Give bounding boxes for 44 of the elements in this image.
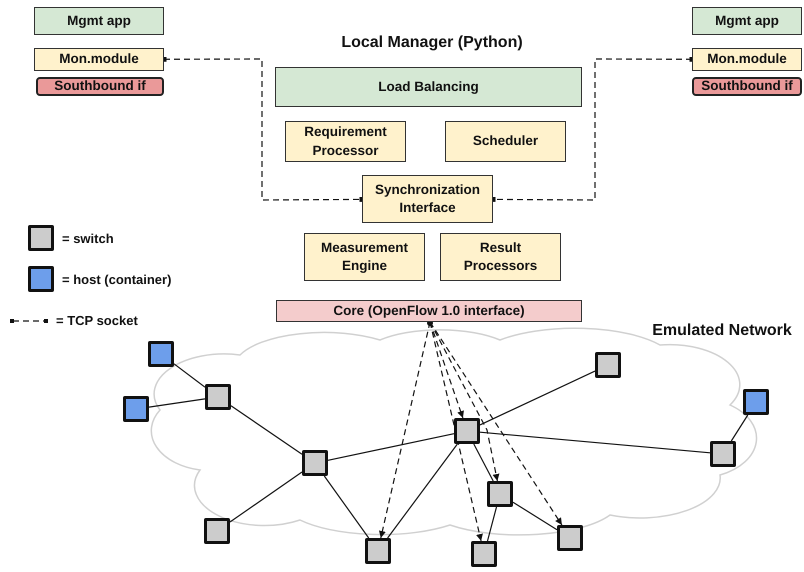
link-line bbox=[230, 472, 302, 522]
module-box: Requirement Processor bbox=[285, 121, 406, 162]
module-box: Southbound if bbox=[36, 77, 164, 96]
host-box bbox=[148, 341, 174, 367]
interface-bar: Core (OpenFlow 1.0 interface) bbox=[276, 300, 582, 322]
host-box bbox=[743, 389, 769, 415]
link-line bbox=[324, 476, 370, 538]
switch-box bbox=[595, 352, 621, 378]
link-line bbox=[480, 370, 596, 426]
link-line bbox=[730, 414, 748, 442]
switch-box bbox=[365, 538, 391, 564]
switch-box bbox=[454, 418, 480, 444]
switch-box bbox=[205, 384, 231, 410]
module-box: Scheduler bbox=[445, 121, 566, 162]
module-box: Synchronization Interface bbox=[362, 175, 493, 223]
link-line bbox=[328, 433, 454, 461]
network-label: Emulated Network bbox=[651, 322, 793, 340]
module-box: Mon.module bbox=[692, 48, 802, 71]
module-box: Load Balancing bbox=[275, 67, 582, 107]
link-line bbox=[174, 363, 206, 388]
diagram-title: Local Manager (Python) bbox=[340, 34, 524, 52]
module-box: Southbound if bbox=[692, 77, 802, 96]
host-box bbox=[123, 396, 149, 422]
legend-label: = TCP socket bbox=[56, 313, 138, 328]
link-line bbox=[148, 398, 206, 408]
switch-box bbox=[487, 481, 513, 507]
module-box: Measurement Engine bbox=[304, 233, 425, 281]
legend-label: = host (container) bbox=[62, 272, 172, 286]
legend-label: = switch bbox=[62, 230, 114, 246]
link-line bbox=[387, 444, 458, 538]
switch-box bbox=[302, 450, 328, 476]
module-box: Mon.module bbox=[34, 48, 164, 71]
module-box: Mgmt app bbox=[34, 7, 164, 35]
switch-box bbox=[471, 541, 497, 567]
link-line bbox=[512, 502, 558, 530]
switch-box bbox=[204, 518, 230, 544]
switch-box bbox=[557, 525, 583, 551]
link-line bbox=[473, 444, 494, 482]
module-box: Mgmt app bbox=[692, 7, 802, 35]
switch-box bbox=[710, 441, 736, 467]
link-line bbox=[486, 506, 498, 542]
module-box: Result Processors bbox=[440, 233, 561, 281]
link-line bbox=[480, 432, 710, 454]
link-line bbox=[230, 405, 302, 455]
